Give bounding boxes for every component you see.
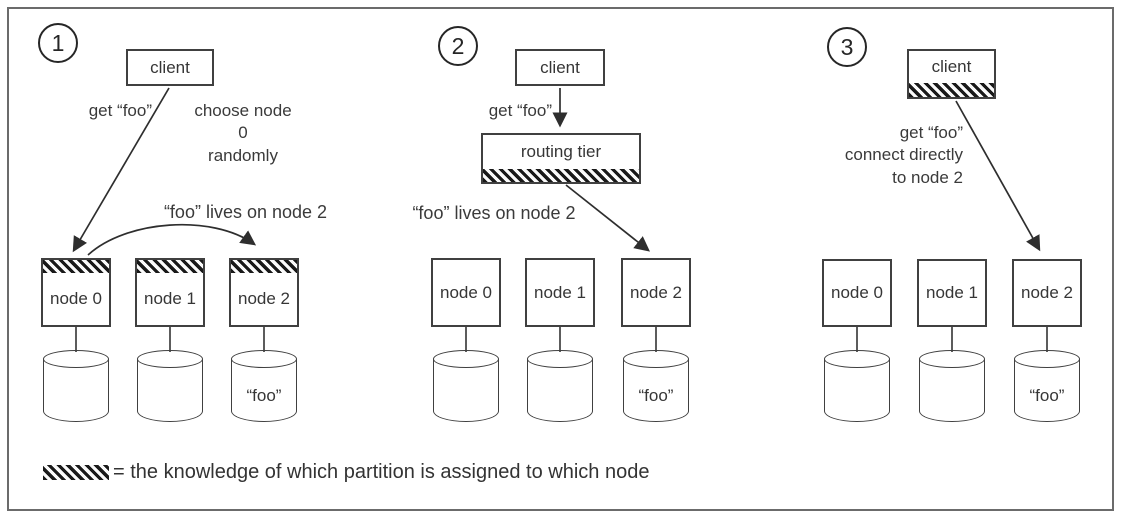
node-0-box-1: node 0 (41, 258, 111, 327)
node-2-box-3: node 2 (1012, 259, 1082, 327)
cylinder-top (919, 350, 985, 368)
database-cylinder (43, 350, 109, 422)
client-box-2: client (515, 49, 605, 86)
node-1-box-3: node 1 (917, 259, 987, 327)
get-foo-label-2: get “foo” (488, 101, 552, 120)
cylinder-body (527, 359, 593, 422)
cylinder-body (137, 359, 203, 422)
database-cylinder-foo: “foo” (623, 350, 689, 422)
step-number-2: 2 (438, 26, 478, 66)
node-0-box-2: node 0 (431, 258, 501, 327)
partition-knowledge-hatch (43, 260, 109, 273)
database-cylinder-foo: “foo” (231, 350, 297, 422)
connect-directly-label: get “foo” connect directly to node 2 (844, 123, 963, 187)
step-number-1: 1 (38, 23, 78, 63)
database-cylinder (137, 350, 203, 422)
foo-key-label: “foo” (246, 386, 282, 405)
cylinder-top (623, 350, 689, 368)
database-cylinder (527, 350, 593, 422)
routing-tier-label: routing tier (520, 142, 602, 161)
cylinder-body (1014, 359, 1080, 422)
database-cylinder (433, 350, 499, 422)
client-label-1: client (150, 57, 190, 77)
step-number-3-label: 3 (840, 33, 854, 60)
node-label: node 2 (238, 289, 290, 308)
node-label: node 1 (534, 282, 586, 302)
node-label: node 1 (926, 283, 978, 302)
node-label: node 2 (630, 282, 682, 302)
database-cylinder (919, 350, 985, 422)
foo-lives-label-2: “foo” lives on node 2 (412, 203, 576, 223)
node-1-box-2: node 1 (525, 258, 595, 327)
cylinder-body (623, 359, 689, 422)
cylinder-body (231, 359, 297, 422)
node-0-box-3: node 0 (822, 259, 892, 327)
cylinder-top (433, 350, 499, 368)
partition-knowledge-hatch (481, 169, 641, 184)
choose-node-label-1: choose node 0 randomly (194, 101, 292, 165)
cylinder-body (433, 359, 499, 422)
node-label: node 0 (831, 283, 883, 302)
node-2-box-2: node 2 (621, 258, 691, 327)
cylinder-body (919, 359, 985, 422)
node-label: node 2 (1021, 283, 1073, 302)
get-foo-label-1: get “foo” (88, 101, 152, 120)
cylinder-top (824, 350, 890, 368)
foo-lives-label-1: “foo” lives on node 2 (163, 202, 328, 222)
node-label: node 0 (50, 289, 102, 308)
database-cylinder-foo: “foo” (1014, 350, 1080, 422)
cylinder-top (43, 350, 109, 368)
client-label-3: client (931, 57, 972, 76)
client-label-2: client (540, 57, 580, 77)
node-label: node 1 (144, 289, 196, 308)
cylinder-top (1014, 350, 1080, 368)
cylinder-top (137, 350, 203, 368)
cylinder-top (231, 350, 297, 368)
foo-key-label: “foo” (1029, 386, 1065, 405)
legend-text: = the knowledge of which partition is as… (113, 461, 650, 483)
partition-knowledge-hatch (137, 260, 203, 273)
step-number-2-label: 2 (451, 32, 465, 59)
partition-knowledge-hatch-swatch (43, 465, 109, 480)
step-number-1-label: 1 (51, 29, 65, 56)
cylinder-body (824, 359, 890, 422)
cylinder-body (43, 359, 109, 422)
step-number-3: 3 (827, 27, 867, 67)
node-1-box-1: node 1 (135, 258, 205, 327)
partition-knowledge-hatch (907, 83, 996, 99)
routing-tier-box: routing tier (481, 133, 641, 171)
node-2-box-1: node 2 (229, 258, 299, 327)
client-box-3: client (907, 49, 996, 85)
partition-knowledge-hatch (231, 260, 297, 273)
database-cylinder (824, 350, 890, 422)
client-box-1: client (126, 49, 214, 86)
node-label: node 0 (440, 282, 492, 302)
foo-key-label: “foo” (638, 386, 674, 405)
cylinder-top (527, 350, 593, 368)
